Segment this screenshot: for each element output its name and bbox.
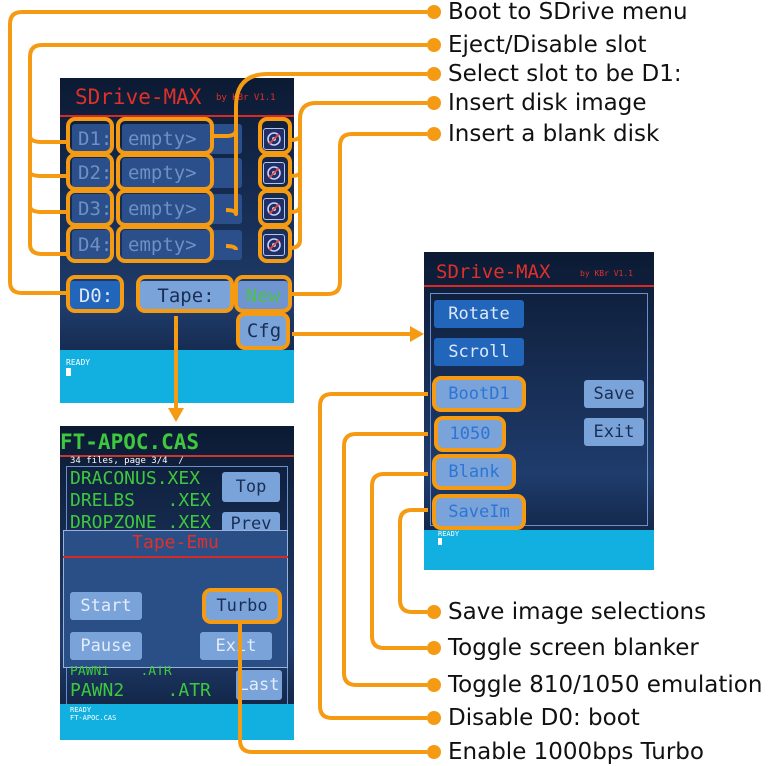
main-status-bar <box>60 350 294 403</box>
main-status-text: READY <box>66 358 91 367</box>
config-app-title: SDrive-MAX <box>436 261 551 283</box>
slot-label-d4[interactable]: D4: <box>72 230 112 260</box>
file-item-dropzone[interactable]: DROPZONE .XEX <box>70 512 211 533</box>
callout-insert-image: Insert disk image <box>448 90 647 116</box>
slot-value-d1[interactable]: empty> <box>122 124 242 154</box>
file-item-drelbs[interactable]: DRELBS .XEX <box>70 490 211 511</box>
1050-button[interactable]: 1050 <box>438 420 502 448</box>
new-button[interactable]: New <box>238 281 288 311</box>
callout-boot-menu: Boot to SDrive menu <box>448 0 688 25</box>
tape-screen: FT-APOC.CAS 34 files, page 3/4 / DRACONU… <box>60 426 294 740</box>
tape-status-bar <box>60 704 294 740</box>
scroll-button[interactable]: Scroll <box>434 338 524 366</box>
file-item-draconus[interactable]: DRACONUS.XEX <box>70 468 201 489</box>
eject-d4-icon[interactable] <box>263 234 285 256</box>
cfg-button[interactable]: Cfg <box>240 316 288 346</box>
config-screen: SDrive-MAX by KBr V1.1 Rotate Scroll Boo… <box>424 252 654 570</box>
eject-d2-icon[interactable] <box>263 162 285 184</box>
callout-disable-d0: Disable D0: boot <box>448 705 640 731</box>
slot-value-d2[interactable]: empty> <box>122 158 242 188</box>
slot-value-d3[interactable]: empty> <box>122 194 242 224</box>
callout-dot-7 <box>427 641 441 655</box>
slot-row-d4: D4: empty> <box>60 226 294 270</box>
page-info: 34 files, page 3/4 / <box>70 456 184 466</box>
callout-select-d1: Select slot to be D1: <box>448 61 682 87</box>
callout-dot-8 <box>427 678 441 692</box>
callout-screen-blanker: Toggle screen blanker <box>448 635 699 661</box>
callout-eject-slot: Eject/Disable slot <box>448 32 647 58</box>
main-version-label: by KBr V1.1 <box>216 93 276 103</box>
exit-button[interactable]: Exit <box>584 418 644 446</box>
d0-button[interactable]: D0: <box>70 281 122 311</box>
tape-status-line1: READY <box>70 706 92 714</box>
slot-label-d2[interactable]: D2: <box>72 158 112 188</box>
rotate-button[interactable]: Rotate <box>434 300 524 328</box>
eject-d3-icon[interactable] <box>263 198 285 220</box>
start-button[interactable]: Start <box>70 592 142 620</box>
callout-dot-1 <box>427 5 441 19</box>
eject-d1-icon[interactable] <box>263 128 285 150</box>
slot-label-d1[interactable]: D1: <box>72 124 112 154</box>
main-cursor <box>66 368 71 376</box>
callout-dot-4 <box>427 96 441 110</box>
main-app-title: SDrive-MAX <box>75 85 202 109</box>
main-screen: SDrive-MAX by KBr V1.1 D1: empty> D2: em… <box>60 78 294 403</box>
tape-status-line2: FT-APOC.CAS <box>70 714 117 722</box>
config-cursor <box>438 538 442 545</box>
config-panel <box>430 293 648 526</box>
bootd1-button[interactable]: BootD1 <box>436 380 522 408</box>
blank-button[interactable]: Blank <box>436 458 512 486</box>
callout-dot-3 <box>427 67 441 81</box>
slot-value-d4[interactable]: empty> <box>122 230 242 260</box>
saveim-button[interactable]: SaveIm <box>436 498 522 526</box>
config-status-bar <box>424 530 654 570</box>
turbo-button[interactable]: Turbo <box>206 592 278 620</box>
pause-button[interactable]: Pause <box>70 632 142 660</box>
config-version-label: by KBr V1.1 <box>580 269 633 278</box>
callout-dot-6 <box>427 605 441 619</box>
tape-exit-button[interactable]: Exit <box>200 632 272 660</box>
tape-title: FT-APOC.CAS <box>60 430 200 454</box>
callout-dot-2 <box>427 38 441 52</box>
callout-turbo: Enable 1000bps Turbo <box>448 739 704 765</box>
tape-button[interactable]: Tape: <box>140 281 232 311</box>
top-button[interactable]: Top <box>222 472 280 502</box>
file-item-pawn2[interactable]: PAWN2 .ATR <box>70 680 211 701</box>
callout-save-image: Save image selections <box>448 599 707 625</box>
file-item-pawn1[interactable]: PAWN1 .ATR <box>70 666 172 675</box>
last-button[interactable]: Last <box>236 670 282 700</box>
save-button[interactable]: Save <box>584 380 644 408</box>
callout-1050-emulation: Toggle 810/1050 emulation <box>448 672 763 698</box>
callout-dot-10 <box>427 745 441 759</box>
callout-dot-9 <box>427 711 441 725</box>
slot-label-d3[interactable]: D3: <box>72 194 112 224</box>
callout-dot-5 <box>427 127 441 141</box>
config-status-text: READY <box>438 530 460 538</box>
tape-emu-title: Tape-Emu <box>132 532 219 553</box>
callout-blank-disk: Insert a blank disk <box>448 121 660 147</box>
